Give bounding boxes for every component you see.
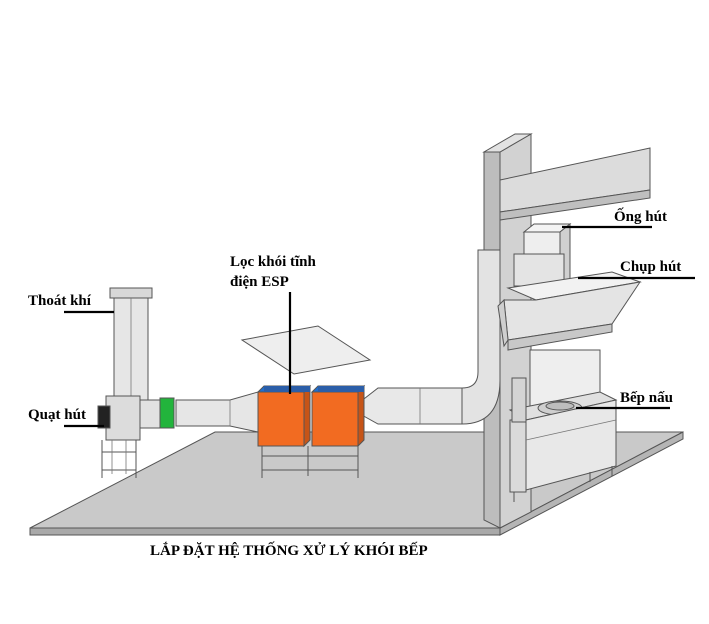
main-duct <box>359 249 501 425</box>
label-fan: Quạt hút <box>28 407 86 423</box>
exhaust-stack <box>109 287 153 401</box>
riser-duct <box>513 222 572 290</box>
leader-lines <box>64 225 695 428</box>
esp-stand <box>261 446 359 478</box>
esp-unit-left <box>256 384 312 448</box>
esp-unit-right <box>310 384 366 448</box>
label-exhaust: Thoát khí <box>28 293 92 309</box>
label-duct: Ống hút <box>614 207 667 225</box>
fan-housing <box>97 395 141 441</box>
stove <box>508 377 618 502</box>
label-hood: Chụp hút <box>620 259 681 275</box>
diagram-caption: LẮP ĐẶT HỆ THỐNG XỬ LÝ KHÓI BẾP <box>150 541 428 559</box>
ceiling-shelf <box>499 147 651 221</box>
label-stove: Bếp nấu <box>620 390 673 406</box>
label-esp-line2: điện ESP <box>230 274 289 290</box>
esp-canopy <box>240 325 372 375</box>
fan-stand <box>101 440 137 478</box>
fan-collar <box>159 397 175 429</box>
label-esp-line1: Lọc khói tĩnh <box>230 254 317 270</box>
inlet-duct <box>175 391 259 433</box>
